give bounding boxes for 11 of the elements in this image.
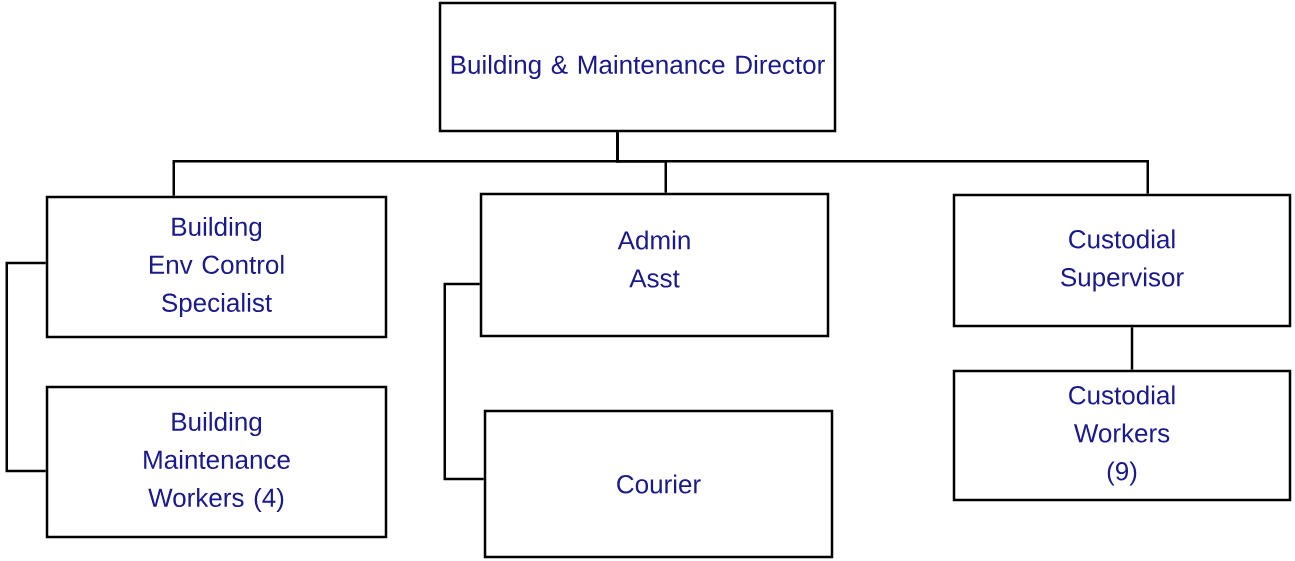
- connector-line: [443, 282, 484, 481]
- connector-line: [5, 261, 46, 473]
- org-box: Building Env Control Specialist: [45, 195, 388, 339]
- connector-line: [1130, 327, 1134, 370]
- org-box: Admin Asst: [479, 192, 830, 338]
- org-box: Courier: [483, 409, 834, 559]
- org-box: Building Maintenance Workers (4): [45, 385, 388, 539]
- connector-line: [616, 132, 1149, 194]
- org-box: Custodial Workers (9): [952, 369, 1292, 502]
- org-box: Custodial Supervisor: [952, 193, 1292, 328]
- org-box: Building & Maintenance Director: [438, 1, 837, 133]
